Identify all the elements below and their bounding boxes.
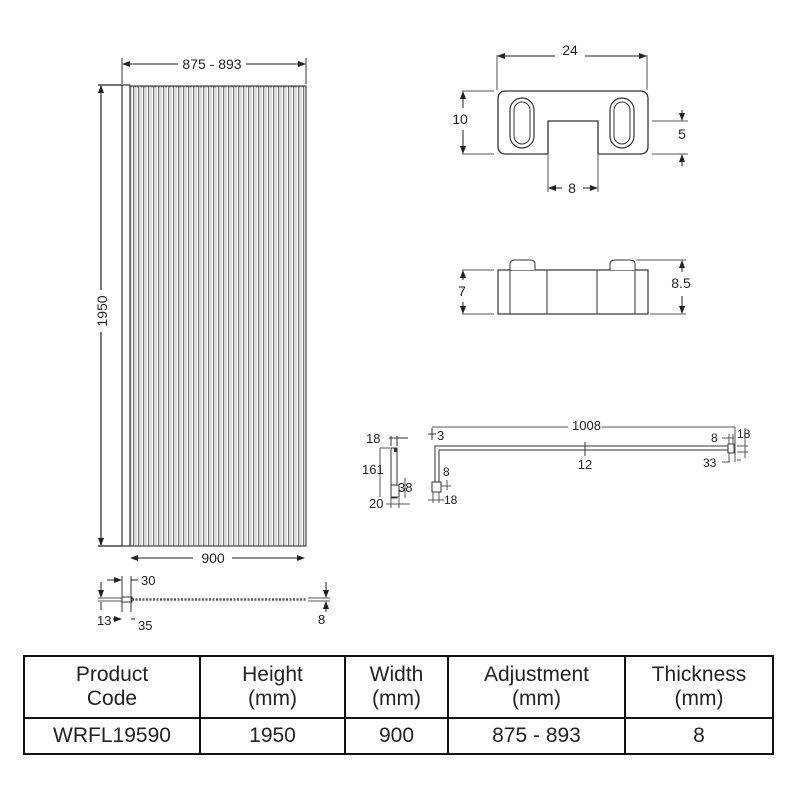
dim-arm-clamp-right-8: 8 (711, 431, 718, 445)
panel-front-view: 875 - 893 1950 900 (94, 56, 307, 566)
dim-bracket-height: 10 (452, 111, 468, 127)
header-adjustment: Adjustment(mm) (447, 655, 626, 719)
dim-13: 13 (97, 613, 111, 628)
support-arm-view: 3 1008 18 8 12 8 18 33 (428, 418, 751, 507)
dim-total-height: 8.5 (671, 275, 691, 291)
dim-width: 900 (201, 550, 225, 566)
dim-body-height: 7 (458, 283, 466, 299)
header-thickness: Thickness(mm) (624, 655, 774, 719)
header-width: Width(mm) (344, 655, 449, 719)
dim-slot-width: 8 (568, 180, 576, 196)
cell-height: 1950 (199, 717, 346, 755)
dim-profile-foot: 38 (398, 480, 412, 495)
dim-arm-length: 1008 (572, 418, 601, 433)
dim-profile-top: 18 (366, 431, 380, 446)
cell-thickness: 8 (624, 717, 774, 755)
dim-width-adjustment: 875 - 893 (182, 56, 241, 72)
dim-thickness: 8 (318, 612, 325, 627)
cell-width: 900 (344, 717, 449, 755)
header-height: Height(mm) (199, 655, 346, 719)
dim-35: 35 (138, 618, 152, 633)
table-row: WRFL19590 1950 900 875 - 893 8 (23, 717, 774, 755)
dim-arm-clamp-left-8: 8 (443, 465, 450, 479)
cell-adjustment: 875 - 893 (447, 717, 626, 755)
panel-section-view: 30 13 35 8 (97, 573, 330, 633)
bracket-side-view: 7 8.5 (458, 259, 691, 315)
dim-height: 1950 (94, 295, 110, 326)
cell-product-code: WRFL19590 (23, 717, 201, 755)
dim-profile-base: 20 (369, 496, 383, 511)
dim-arm-clamp-33: 33 (703, 456, 717, 470)
dim-arm-clamp-left-18: 18 (444, 493, 458, 507)
dim-bracket-width: 24 (562, 42, 578, 58)
dim-30: 30 (141, 573, 155, 588)
dim-profile-length: 161 (362, 462, 384, 477)
dim-arm-offset: 3 (437, 428, 444, 443)
dim-arm-diameter: 12 (578, 457, 592, 472)
wall-profile-view: 18 161 38 20 (362, 431, 412, 511)
dim-slot-depth: 5 (678, 126, 686, 142)
dim-arm-clamp-right-18: 18 (737, 427, 751, 441)
bracket-top-view: 24 10 5 8 (452, 42, 688, 196)
